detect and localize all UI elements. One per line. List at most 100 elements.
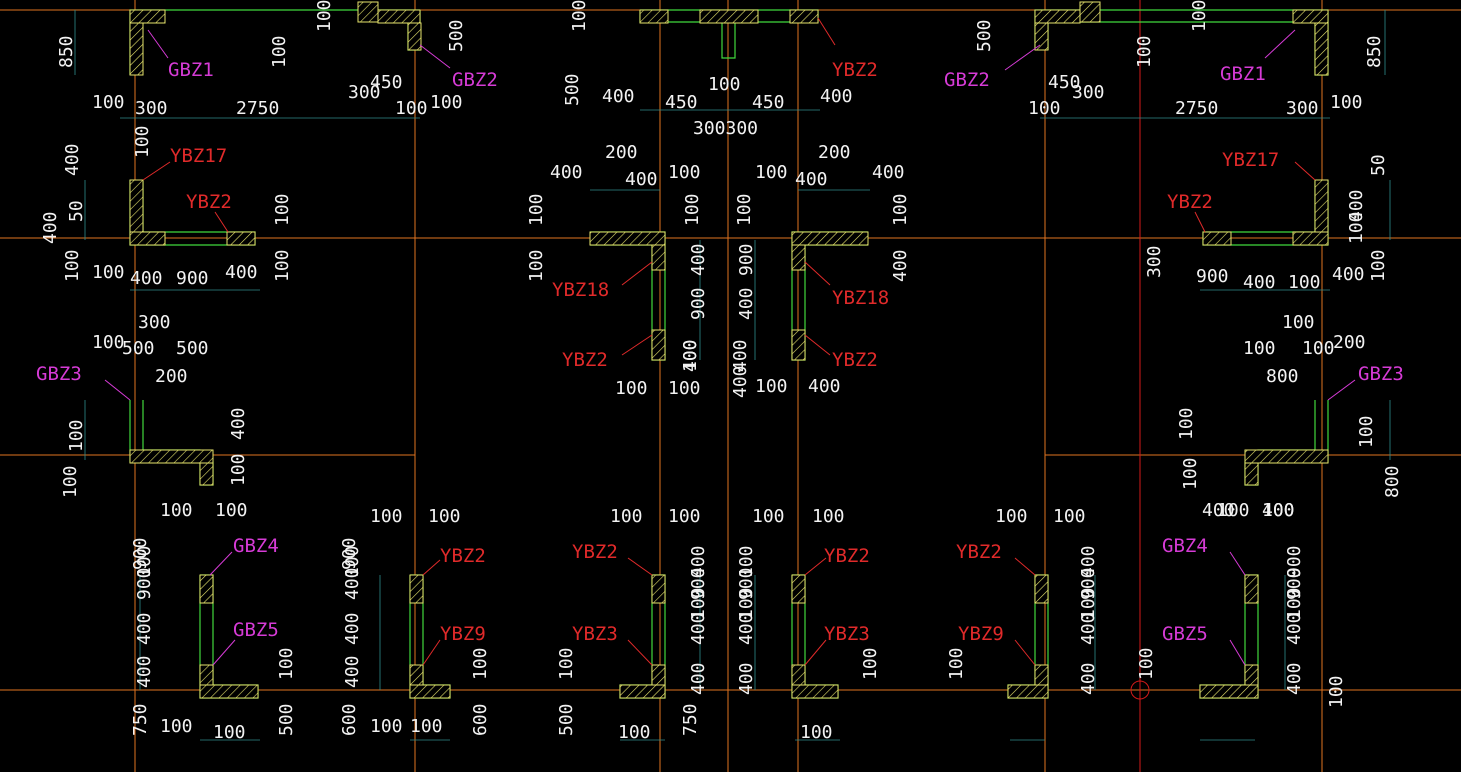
hatch-zone [1244, 574, 1259, 604]
hatch-zone [409, 574, 424, 604]
dimension-text: 100 [132, 125, 153, 158]
dimension-text: 900 [688, 287, 709, 320]
dimension-text: 100 [1368, 249, 1389, 282]
component-label: GBZ3 [36, 363, 82, 385]
component-label: GBZ2 [944, 69, 990, 91]
hatch-zone [1244, 449, 1329, 464]
hatch-zone [1034, 22, 1049, 51]
hatch-zone [791, 329, 806, 361]
hatch-zone [407, 22, 422, 51]
hatch-zone [1199, 684, 1259, 699]
dimension-text: 100 [430, 92, 463, 113]
dimension-text: 100 [526, 249, 547, 282]
hatch-zone [129, 449, 214, 464]
dimension-text: 100 [370, 716, 403, 737]
component-label: YBZ17 [170, 145, 227, 167]
dimension-text: 400 [688, 243, 709, 276]
component-label: GBZ4 [233, 535, 279, 557]
hatch-zone [639, 9, 669, 24]
dimension-text: 100 [228, 453, 249, 486]
dimension-text: 500 [556, 703, 577, 736]
dimension-text: 200 [155, 366, 188, 387]
dimension-text: 100 [1330, 92, 1363, 113]
dimension-text: 400 [795, 169, 828, 190]
wall-outlines [129, 9, 1329, 699]
component-label: YBZ2 [956, 541, 1002, 563]
component-label: GBZ5 [1162, 623, 1208, 645]
dimension-text: 400 [1262, 500, 1295, 521]
dimension-text: 100 [1262, 500, 1295, 521]
dimension-text: 50 [66, 200, 87, 222]
component-label: YBZ2 [186, 191, 232, 213]
dimension-text: 100 [342, 545, 363, 578]
dimension-text: 400 [1284, 662, 1305, 695]
dimension-text: 300 [135, 98, 168, 119]
dimension-text: 100 [62, 249, 83, 282]
component-label: YBZ9 [440, 623, 486, 645]
dimension-text: 400 [1078, 612, 1099, 645]
component-label: YBZ18 [552, 279, 609, 301]
hatch-zone [1314, 179, 1329, 233]
dimension-text: 100 [682, 193, 703, 226]
component-label: YBZ2 [1167, 191, 1213, 213]
hatch-zone [589, 231, 666, 246]
hatch-zone [377, 9, 421, 24]
dimension-text: 100 [276, 647, 297, 680]
component-label: YBZ2 [440, 545, 486, 567]
dimension-text: 100 [1028, 98, 1061, 119]
dimension-text: 900 [130, 537, 151, 570]
dimension-text: 100 [92, 262, 125, 283]
dimension-text: 100 [569, 0, 590, 32]
hatch-zone [791, 664, 806, 686]
dimension-text: 400 [134, 655, 155, 688]
hatch-zone [1034, 574, 1049, 604]
dimension-text: 200 [605, 142, 638, 163]
dimension-text: 100 [60, 465, 81, 498]
dimension-text: 100 [370, 506, 403, 527]
dimension-text: 400 [1078, 545, 1099, 578]
dimension-text: 900 [1196, 266, 1229, 287]
dimension-text: 2750 [236, 98, 279, 119]
dimension-text: 100 [556, 647, 577, 680]
dimension-text: 400 [1332, 264, 1365, 285]
dimension-text: 400 [342, 655, 363, 688]
dimension-text: 100 [755, 162, 788, 183]
dimension-text: 100 [428, 506, 461, 527]
dimension-text: 500 [276, 703, 297, 736]
component-label: GBZ4 [1162, 535, 1208, 557]
dimension-text: 100 [1217, 500, 1250, 521]
dimension-text: 400 [808, 376, 841, 397]
hatch-zone [129, 179, 144, 233]
component-label: GBZ2 [452, 69, 498, 91]
dimension-text: 100 [272, 249, 293, 282]
dimension-text: 100 [92, 332, 125, 353]
component-label: YBZ17 [1222, 149, 1279, 171]
hatch-zone [791, 231, 869, 246]
dimension-text: 750 [680, 703, 701, 736]
hatch-zone [651, 329, 666, 361]
dimension-text: 100 [668, 378, 701, 399]
dimension-text: 100 [1176, 407, 1197, 440]
dimension-text: 400 [134, 612, 155, 645]
dimension-text: 100 [395, 98, 428, 119]
dimension-text: 100 [1053, 506, 1086, 527]
dimension-text: 400 [342, 567, 363, 600]
dimension-text: 400 [225, 262, 258, 283]
dimension-text: 400 [550, 162, 583, 183]
dimension-text: 900 [736, 243, 757, 276]
dimension-text: 100 [92, 92, 125, 113]
dimension-text: 600 [470, 703, 491, 736]
dimension-text: 100 [680, 339, 701, 372]
dimension-text: 100 [269, 35, 290, 68]
dimension-text: 100 [736, 545, 757, 578]
dimension-text: 100 [1326, 675, 1347, 708]
dimension-text: 300 [1144, 245, 1165, 278]
hatch-zone [651, 574, 666, 604]
dimension-text: 800 [1266, 366, 1299, 387]
dimension-text: 100 [995, 506, 1028, 527]
dimension-text: 100 [1284, 587, 1305, 620]
dimension-text: 900 [339, 537, 360, 570]
dimension-text: 100 [688, 587, 709, 620]
dimension-text: 400 [625, 169, 658, 190]
